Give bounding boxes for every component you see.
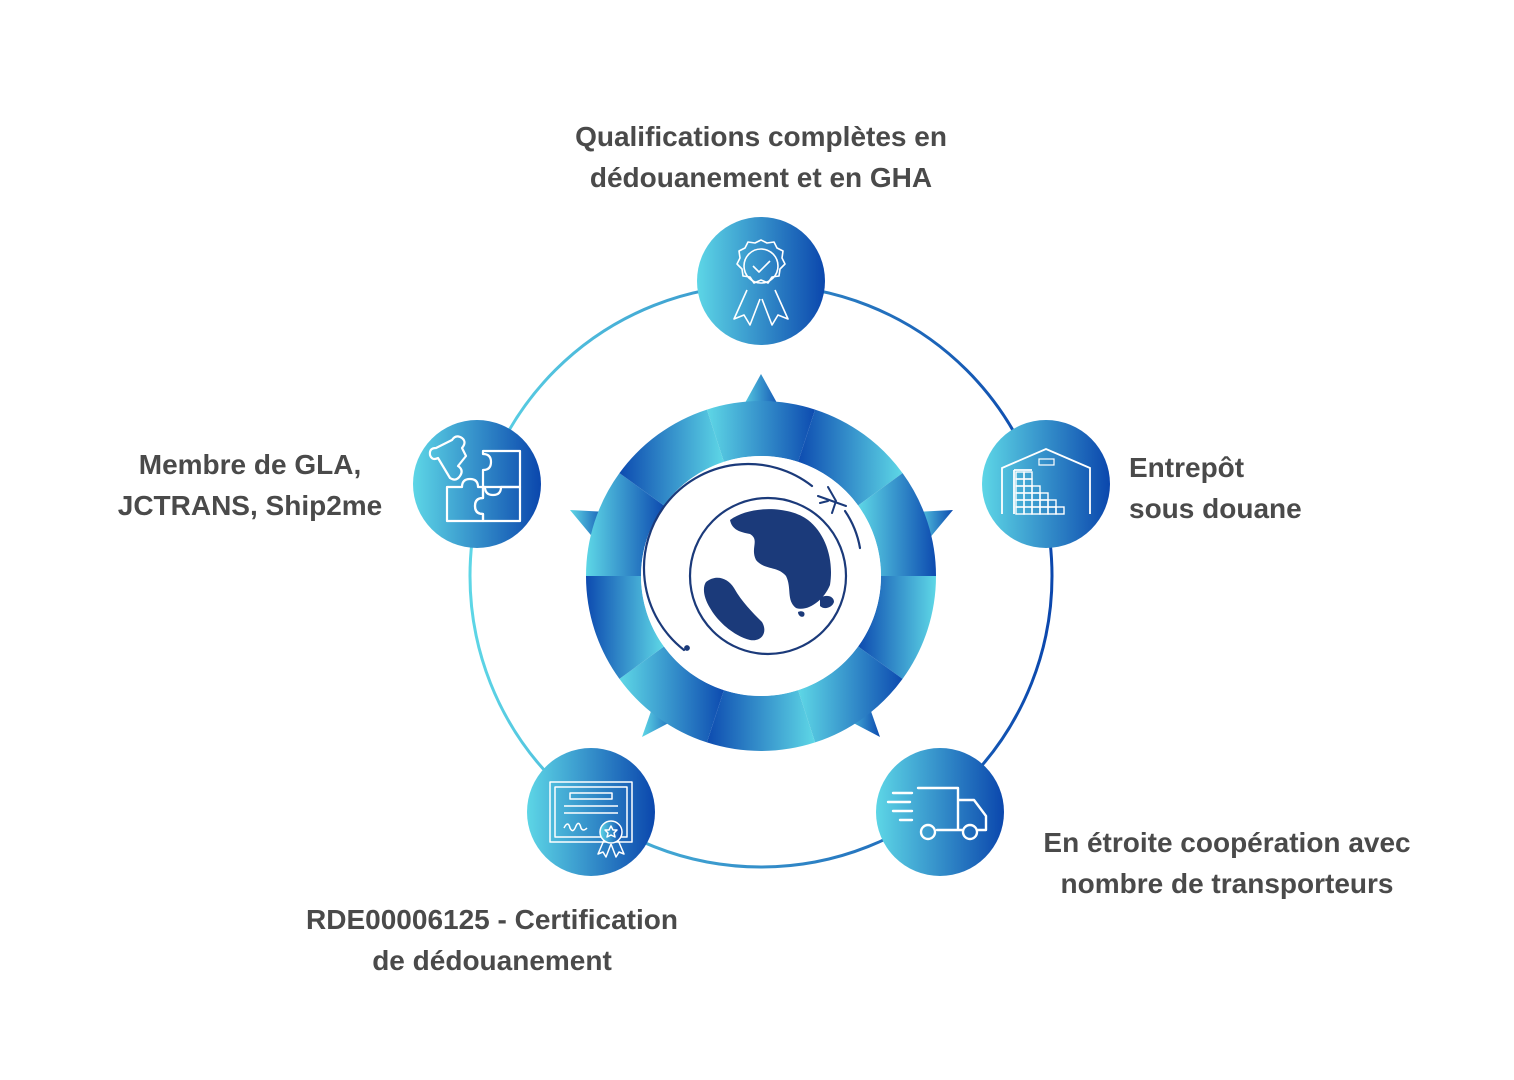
label-left-line-2: JCTRANS, Ship2me [117, 490, 383, 521]
label-right-line-1: Entrepôt [1129, 452, 1245, 483]
label-bottom-left-line-1: RDE00006125 - Certification [306, 904, 678, 935]
center-ring-segment [619, 409, 724, 506]
label-left-line-1: Membre de GLA, [138, 449, 362, 480]
center-ring-segment [619, 646, 724, 743]
center-ring-segment [798, 646, 903, 743]
delivery-truck-icon [886, 786, 988, 841]
center-ring-segment [858, 473, 936, 576]
node-top [697, 217, 825, 345]
label-top: Qualifications complètes en dédouanement… [511, 116, 1011, 198]
label-left: Membre de GLA, JCTRANS, Ship2me [96, 444, 404, 526]
center-ring-segment [858, 576, 936, 679]
center-ring-segment [798, 409, 903, 506]
label-bottom-right-line-1: En étroite coopération avec [1043, 827, 1411, 858]
label-right-line-2: sous douane [1129, 493, 1302, 524]
award-ribbon-icon [733, 239, 789, 326]
label-bottom-right-line-2: nombre de transporteurs [1060, 868, 1394, 899]
node-right [982, 420, 1110, 548]
center-ring-segment [586, 473, 664, 576]
label-top-line-2: dédouanement et en GHA [589, 162, 933, 193]
label-bottom-right: En étroite coopération avec nombre de tr… [1001, 822, 1453, 904]
label-bottom-left-line-2: de dédouanement [372, 945, 612, 976]
certificate-icon [549, 781, 633, 858]
warehouse-icon [1001, 448, 1091, 515]
label-bottom-left: RDE00006125 - Certification de dédouanem… [262, 899, 722, 981]
node-left [413, 420, 541, 548]
puzzle-icon [428, 435, 522, 523]
center-ring-segment [706, 400, 816, 462]
center-ring-segment [586, 576, 664, 679]
node-bottom-left [527, 748, 655, 876]
center-ring-segment [706, 690, 816, 751]
globe-continents [703, 509, 834, 641]
center-segmented-ring [586, 400, 936, 751]
node-bottom-right [876, 748, 1004, 876]
globe-with-airplane-icon [642, 462, 862, 656]
label-top-line-1: Qualifications complètes en [575, 121, 947, 152]
label-right: Entrepôt sous douane [1129, 447, 1389, 529]
center-disc [641, 456, 881, 696]
